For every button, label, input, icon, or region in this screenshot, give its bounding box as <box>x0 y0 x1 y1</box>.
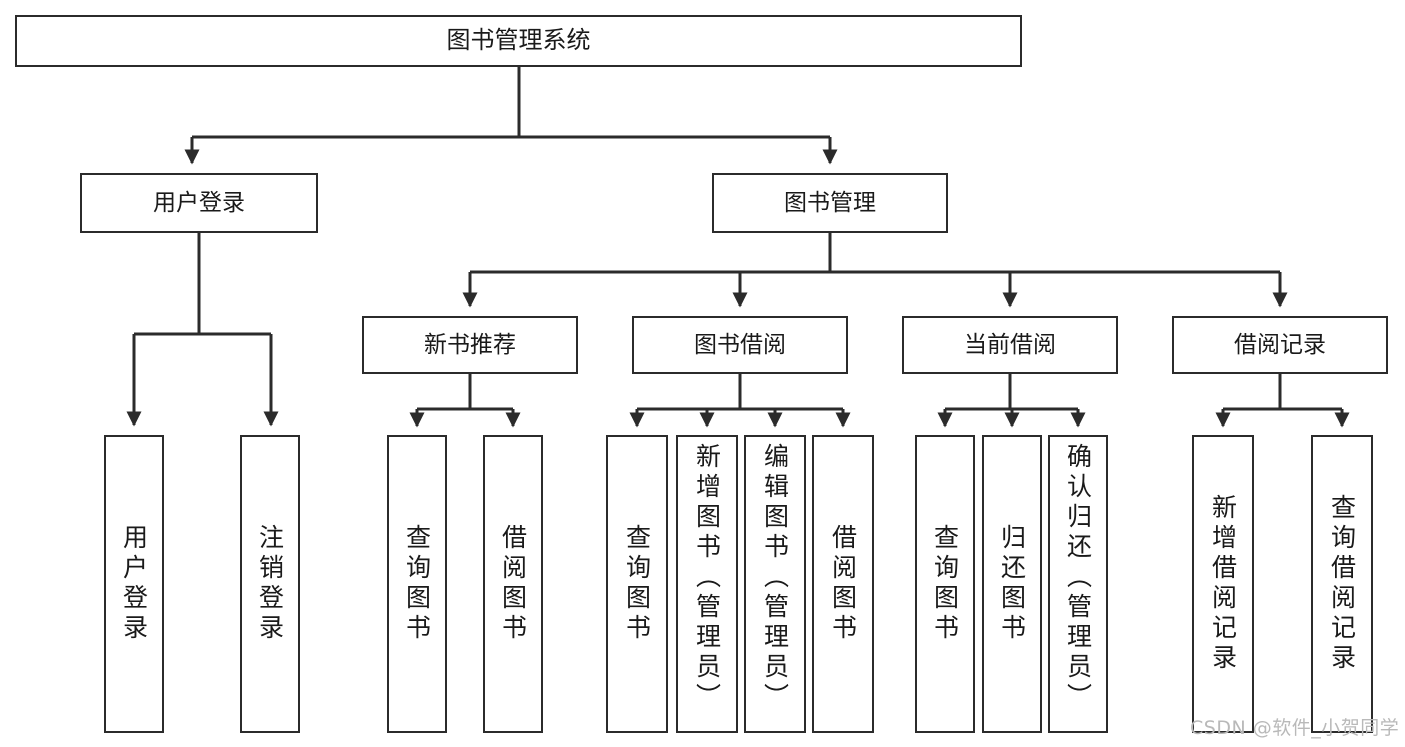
node-leaf-logout-label: 注销登录 <box>255 524 285 644</box>
node-user-login-label: 用户登录 <box>153 189 245 216</box>
node-leaf-query-book-current-label: 查询图书 <box>930 524 960 644</box>
node-leaf-add-book[interactable]: 新增图书（管理员） <box>676 435 738 733</box>
node-user-login[interactable]: 用户登录 <box>80 173 318 233</box>
node-new-book-recommend[interactable]: 新书推荐 <box>362 316 578 374</box>
node-current-borrow-label: 当前借阅 <box>964 331 1056 358</box>
node-leaf-query-book-recommend-label: 查询图书 <box>402 524 432 644</box>
node-leaf-add-borrow-record-label: 新增借阅记录 <box>1208 494 1238 674</box>
node-leaf-add-book-label: 新增图书（管理员） <box>692 443 722 713</box>
node-leaf-edit-book-label: 编辑图书（管理员） <box>760 443 790 713</box>
node-leaf-return-book[interactable]: 归还图书 <box>982 435 1042 733</box>
node-leaf-return-book-label: 归还图书 <box>997 524 1027 644</box>
node-current-borrow[interactable]: 当前借阅 <box>902 316 1118 374</box>
node-borrow-records[interactable]: 借阅记录 <box>1172 316 1388 374</box>
node-leaf-confirm-return[interactable]: 确认归还（管理员） <box>1048 435 1108 733</box>
node-book-management[interactable]: 图书管理 <box>712 173 948 233</box>
node-leaf-query-borrow-record[interactable]: 查询借阅记录 <box>1311 435 1373 733</box>
node-leaf-query-book-current[interactable]: 查询图书 <box>915 435 975 733</box>
node-new-book-recommend-label: 新书推荐 <box>424 331 516 358</box>
node-leaf-query-borrow-record-label: 查询借阅记录 <box>1327 494 1357 674</box>
node-borrow-records-label: 借阅记录 <box>1234 331 1326 358</box>
node-leaf-borrow-book-recommend-label: 借阅图书 <box>498 524 528 644</box>
node-book-borrow-label: 图书借阅 <box>694 331 786 358</box>
node-book-borrow[interactable]: 图书借阅 <box>632 316 848 374</box>
node-leaf-query-book-borrow[interactable]: 查询图书 <box>606 435 668 733</box>
node-leaf-user-login[interactable]: 用户登录 <box>104 435 164 733</box>
node-leaf-query-book-borrow-label: 查询图书 <box>622 524 652 644</box>
node-leaf-borrow-book[interactable]: 借阅图书 <box>812 435 874 733</box>
node-book-management-label: 图书管理 <box>784 189 876 216</box>
node-leaf-user-login-label: 用户登录 <box>119 524 149 644</box>
node-leaf-edit-book[interactable]: 编辑图书（管理员） <box>744 435 806 733</box>
node-leaf-confirm-return-label: 确认归还（管理员） <box>1063 443 1093 713</box>
node-root[interactable]: 图书管理系统 <box>15 15 1022 67</box>
node-leaf-logout[interactable]: 注销登录 <box>240 435 300 733</box>
watermark-text: CSDN @软件_小贺同学 <box>1190 717 1400 739</box>
node-leaf-borrow-book-recommend[interactable]: 借阅图书 <box>483 435 543 733</box>
node-root-label: 图书管理系统 <box>446 26 591 55</box>
node-leaf-add-borrow-record[interactable]: 新增借阅记录 <box>1192 435 1254 733</box>
node-leaf-borrow-book-label: 借阅图书 <box>828 524 858 644</box>
node-leaf-query-book-recommend[interactable]: 查询图书 <box>387 435 447 733</box>
